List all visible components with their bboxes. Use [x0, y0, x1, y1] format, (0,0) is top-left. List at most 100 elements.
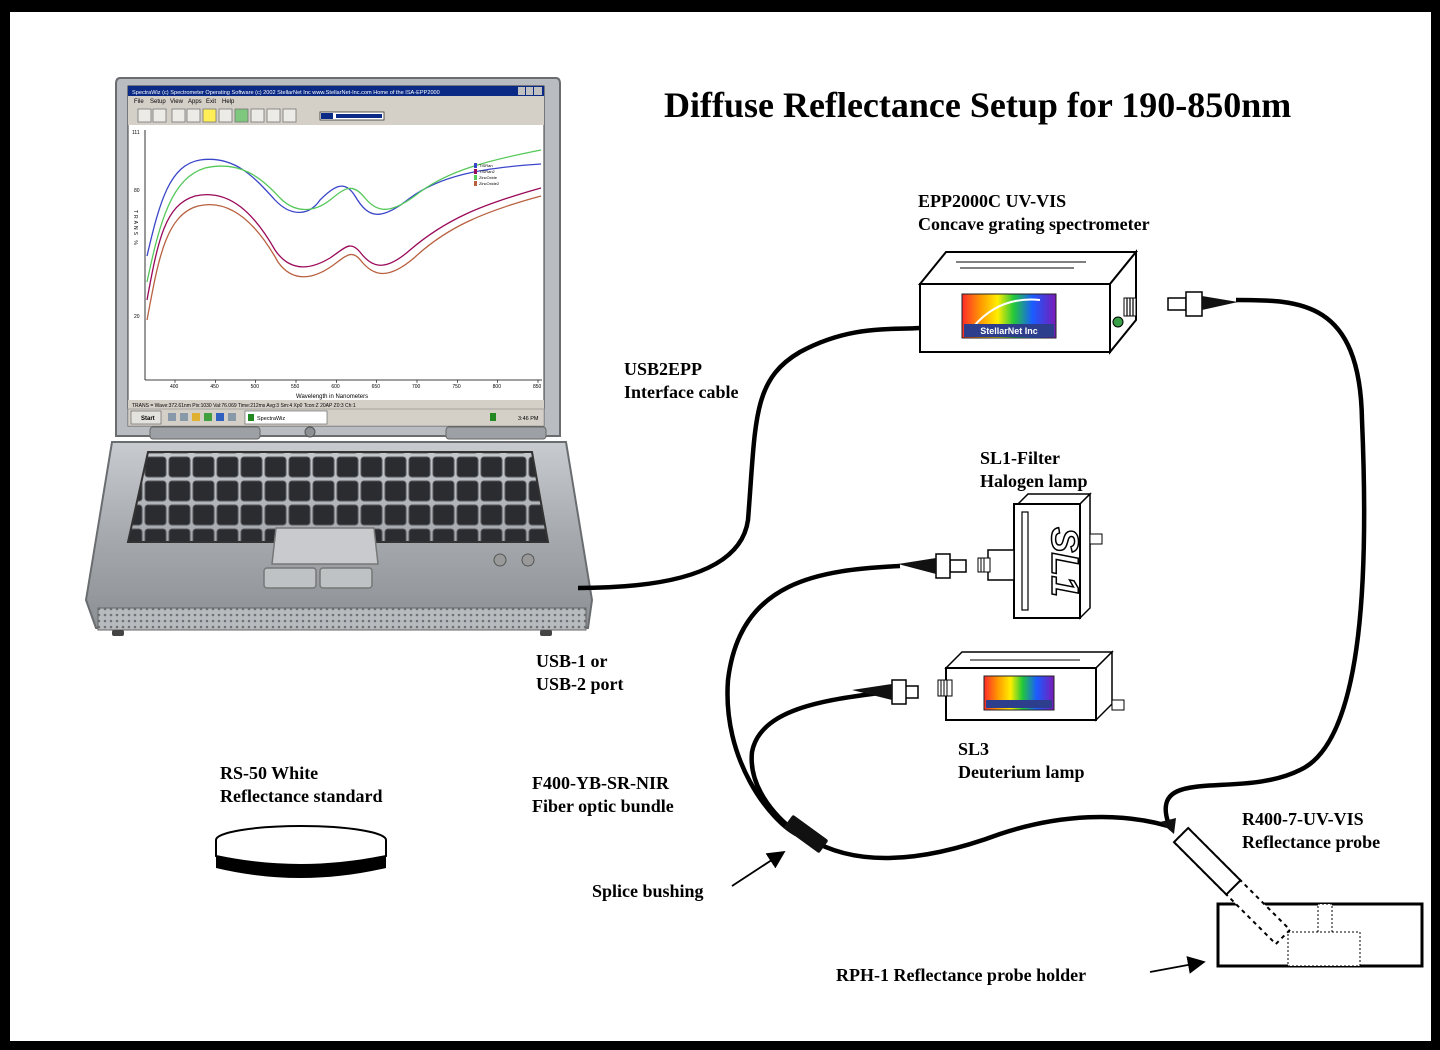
x-tick-label: 500	[251, 384, 260, 390]
x-tick-label: 850	[533, 384, 542, 390]
close-button[interactable]	[534, 87, 542, 95]
label-line: USB-1 or	[536, 651, 608, 671]
menu-help[interactable]: Help	[222, 99, 235, 105]
indicator-icon	[521, 553, 535, 567]
menu-setup[interactable]: Setup	[150, 99, 166, 105]
x-tick-label: 600	[331, 384, 340, 390]
spectrum-curve	[146, 149, 542, 283]
rs-50-reflectance-standard	[215, 825, 387, 878]
label-line: Reflectance probe	[1242, 831, 1381, 852]
y-axis-label: TRANS %	[132, 210, 138, 247]
quicklaunch-icon[interactable]	[168, 413, 176, 421]
label-line: EPP2000C UV-VIS	[918, 191, 1067, 211]
taskbar-app-label: SpectraWiz	[257, 416, 285, 422]
fiber-common	[806, 814, 1169, 861]
label-line: SL3	[958, 739, 990, 759]
quicklaunch-icon[interactable]	[204, 413, 212, 421]
sma-connector	[898, 553, 967, 579]
label-fiber: F400-YB-SR-NIR Fiber optic bundle	[532, 772, 674, 817]
x-tick-label: 450	[210, 384, 219, 390]
sl1-mark: SL1	[1043, 527, 1085, 597]
status-bar: TRANS = Wave:372.61nm Pix:1030 Val:76.06…	[132, 403, 356, 409]
start-label: Start	[141, 416, 155, 422]
touchpad-left-button[interactable]	[263, 567, 317, 589]
fiber-leg-sl1	[725, 563, 901, 836]
chart-legend: TISRan TISRan2 ZincOxide ZincOxide2	[474, 163, 500, 186]
toolbar-zoom-button[interactable]	[250, 108, 265, 123]
rph-1-probe-holder	[1216, 902, 1424, 968]
speaker-grille	[97, 607, 587, 631]
splice-bushing	[784, 815, 828, 853]
toolbar-scope-button[interactable]	[234, 108, 249, 123]
y-tick-label: 80	[134, 188, 140, 194]
label-spectrometer: EPP2000C UV-VIS Concave grating spectrom…	[918, 190, 1150, 235]
toolbar-abs-button[interactable]	[282, 108, 297, 123]
maximize-button[interactable]	[526, 87, 533, 95]
x-tick-label: 800	[493, 384, 502, 390]
toolbar-lamp-button[interactable]	[202, 108, 217, 123]
fiber-to-probe	[1163, 297, 1367, 823]
label-line: Concave grating spectrometer	[918, 213, 1150, 234]
fiber-leg-sl3	[749, 689, 889, 838]
label-line: USB-2 port	[536, 673, 624, 694]
x-tick-label: 650	[372, 384, 381, 390]
legend-entry: TISRan2	[479, 169, 496, 174]
x-tick-label: 750	[452, 384, 461, 390]
label-usb-port: USB-1 or USB-2 port	[536, 650, 624, 695]
menu-apps[interactable]: Apps	[188, 99, 202, 105]
y-tick-label: 20	[134, 314, 140, 320]
label-probe: R400-7-UV-VIS Reflectance probe	[1242, 808, 1380, 853]
quicklaunch-icon[interactable]	[180, 413, 188, 421]
x-tick-label: 550	[291, 384, 300, 390]
splice-arrow	[731, 851, 786, 887]
menu-view[interactable]: View	[170, 99, 184, 105]
touchpad[interactable]	[271, 527, 379, 565]
toolbar-store-button[interactable]	[171, 108, 186, 123]
toolbar-save-button[interactable]	[218, 108, 233, 123]
sma-connector	[852, 679, 919, 705]
taskbar-app-button[interactable]	[244, 410, 328, 425]
legend-entry: ZincOxide	[479, 175, 498, 180]
usb-cable	[577, 325, 921, 591]
x-axis-label: Wavelength in Nanometers	[296, 394, 368, 400]
label-sl1: SL1-Filter Halogen lamp	[980, 447, 1088, 492]
minimize-button[interactable]	[518, 87, 525, 95]
label-line: Interface cable	[624, 381, 739, 402]
spectrum-curve	[146, 195, 542, 321]
window-title-text: SpectraWiz (c) Spectrometer Operating So…	[132, 90, 440, 96]
label-rs50: RS-50 White Reflectance standard	[220, 762, 382, 807]
label-holder: RPH-1 Reflectance probe holder	[836, 965, 1087, 985]
legend-entry: ZincOxide2	[479, 181, 500, 186]
sl1-halogen-lamp: SL1	[977, 492, 1103, 620]
label-sl3: SL3 Deuterium lamp	[958, 738, 1084, 783]
x-tick-label: 400	[170, 384, 179, 390]
progress-fill	[321, 113, 333, 119]
toolbar-dark-button[interactable]	[186, 108, 201, 123]
toolbar-step-back-button[interactable]	[137, 108, 152, 123]
menu-exit[interactable]: Exit	[206, 99, 216, 105]
label-line: SL1-Filter	[980, 448, 1060, 468]
label-line: Halogen lamp	[980, 470, 1088, 491]
toolbar-trans-button[interactable]	[266, 108, 281, 123]
sma-connector	[1167, 291, 1238, 317]
quicklaunch-icon[interactable]	[192, 413, 200, 421]
label-line: R400-7-UV-VIS	[1242, 809, 1364, 829]
menu-file[interactable]: File	[134, 99, 144, 105]
legend-entry: TISRan	[479, 163, 493, 168]
quicklaunch-icon[interactable]	[228, 413, 236, 421]
toolbar-step-forward-button[interactable]	[152, 108, 167, 123]
label-line: Fiber optic bundle	[532, 795, 674, 816]
label-line: RS-50 White	[220, 763, 319, 783]
clock: 3:46 PM	[518, 416, 539, 422]
x-tick-label: 700	[412, 384, 421, 390]
spectrum-curve	[146, 187, 542, 301]
touchpad-right-button[interactable]	[319, 567, 373, 589]
holder-arrow	[1149, 956, 1206, 974]
stellarnet-logo-text: StellarNet Inc	[980, 326, 1038, 336]
tray-icon	[490, 413, 496, 421]
quicklaunch-icon[interactable]	[216, 413, 224, 421]
laptop-screen	[127, 85, 545, 427]
start-button[interactable]	[130, 410, 162, 425]
